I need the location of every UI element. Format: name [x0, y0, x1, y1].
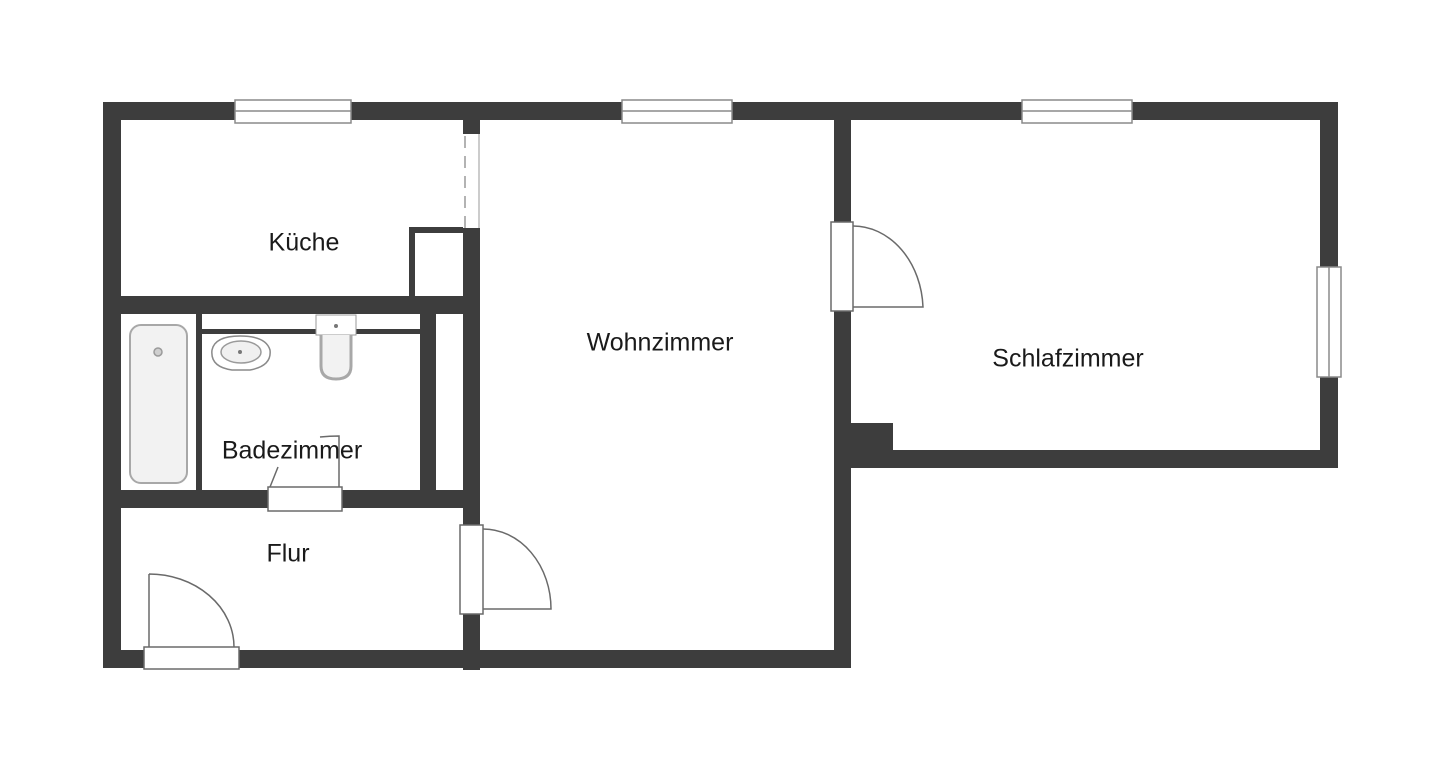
window-schlafzimmer-top	[1021, 99, 1133, 124]
door-entrance[interactable]	[143, 573, 240, 670]
door-wohnzimmer[interactable]	[459, 524, 552, 615]
wall-bathtub-divider	[196, 314, 202, 490]
wall-bad-shelf	[202, 329, 420, 334]
windows	[234, 99, 1342, 378]
sink	[211, 335, 271, 371]
kitchen-opening-gap	[463, 134, 480, 228]
wall-kitchen-shaft	[409, 227, 463, 233]
room-label-flur: Flur	[266, 539, 310, 568]
window-schlafzimmer-right	[1316, 266, 1342, 378]
bathtub	[122, 314, 196, 490]
wall-corner-block	[851, 423, 893, 450]
wall-left	[103, 102, 121, 668]
room-label-wohnzimmer: Wohnzimmer	[586, 328, 734, 357]
doors	[143, 221, 924, 670]
kitchen-shaft	[415, 233, 463, 296]
door-schlafzimmer[interactable]	[830, 221, 924, 312]
room-label-kueche: Küche	[268, 228, 340, 257]
window-wohnzimmer	[621, 99, 733, 124]
wall-kueche-wohnzimmer-stub	[463, 120, 480, 134]
wall-wohnzimmer-right	[834, 102, 851, 668]
wall-bad-right	[420, 314, 436, 490]
window-kueche	[234, 99, 352, 124]
room-label-badezimmer: Badezimmer	[221, 436, 363, 465]
wall-kitchen-shaft-side	[409, 227, 415, 297]
bathroom-fixtures	[122, 314, 357, 490]
toilet	[315, 314, 357, 381]
wall-kueche-bad	[103, 296, 480, 314]
walls	[103, 102, 1338, 670]
bath-shaft	[437, 314, 463, 490]
door-badezimmer[interactable]	[267, 435, 343, 512]
wall-schlafzimmer-bottom	[834, 450, 1338, 468]
room-label-schlafzimmer: Schlafzimmer	[992, 344, 1144, 373]
